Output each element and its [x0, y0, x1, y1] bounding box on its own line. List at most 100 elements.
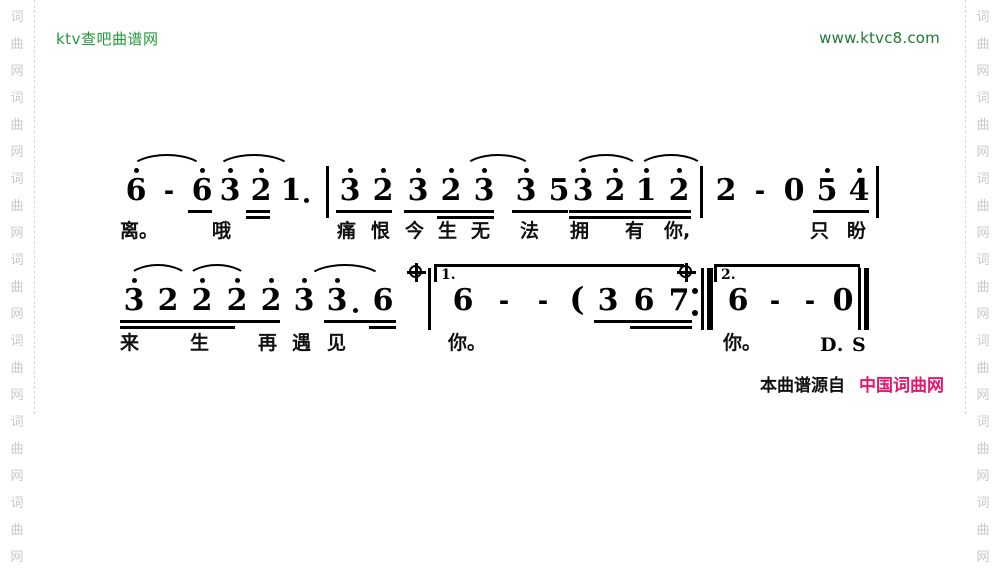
beam — [246, 210, 270, 213]
note: 6 — [372, 283, 394, 318]
lyric: 盼 — [847, 220, 867, 242]
beam — [246, 216, 270, 219]
note: 3 — [572, 173, 594, 208]
octave-dot — [200, 278, 205, 283]
watermark-char: 网 — [976, 550, 990, 565]
footer-source: 本曲谱源自中国词曲网 — [760, 371, 944, 396]
beam — [369, 326, 396, 329]
volta-1: 1. — [434, 264, 684, 283]
note: 2 — [440, 173, 462, 208]
beam — [336, 210, 392, 213]
watermark-char: 曲 — [976, 199, 990, 214]
barline — [326, 166, 329, 218]
lyric: 离。 — [120, 220, 159, 242]
note: 2 — [157, 283, 179, 318]
watermark-char: 曲 — [976, 118, 990, 133]
slur — [307, 264, 383, 280]
watermark-char: 网 — [10, 388, 24, 403]
footer-source-name: 中国词曲网 — [859, 376, 944, 396]
lyric: 无 — [471, 220, 491, 242]
note: 3 — [473, 173, 495, 208]
volta-1-label: 1. — [441, 267, 456, 283]
note: 0 — [832, 283, 854, 318]
repeat-dot — [692, 310, 698, 316]
note: - — [755, 174, 765, 207]
note: 5 — [548, 173, 570, 208]
octave-dot — [524, 168, 529, 173]
beam — [569, 210, 691, 213]
note: 1 — [635, 173, 657, 208]
octave-dot — [416, 168, 421, 173]
beam — [569, 216, 691, 219]
slur — [127, 264, 189, 280]
note: 3 — [597, 283, 619, 318]
volta-2: 2. — [714, 264, 860, 283]
watermark-char: 词 — [10, 91, 24, 106]
octave-dot — [235, 278, 240, 283]
watermark-char: 词 — [10, 10, 24, 25]
coda-icon — [677, 263, 696, 282]
watermark-char: 网 — [10, 469, 24, 484]
octave-dot — [677, 168, 682, 173]
final-barline — [858, 268, 861, 330]
watermark-char: 词 — [976, 172, 990, 187]
slur — [572, 154, 640, 170]
beam — [223, 320, 280, 323]
octave-dot — [302, 278, 307, 283]
note: 2 — [715, 173, 737, 208]
watermark-char: 曲 — [10, 442, 24, 457]
note: 6 — [633, 283, 655, 318]
beam — [437, 216, 494, 219]
volta-2-label: 2. — [721, 267, 736, 283]
beam — [120, 320, 235, 323]
lyric: 法 — [520, 220, 540, 242]
note: 7 — [668, 283, 690, 318]
octave-dot — [335, 278, 340, 283]
octave-dot — [857, 168, 862, 173]
barline — [428, 268, 431, 330]
octave-dot — [613, 168, 618, 173]
note: - — [499, 284, 509, 317]
watermark-divider-right — [965, 0, 966, 414]
beam — [630, 326, 692, 329]
beam — [324, 320, 396, 323]
watermark-char: 词 — [10, 496, 24, 511]
octave-dot — [644, 168, 649, 173]
beam — [813, 210, 869, 213]
octave-dot — [269, 278, 274, 283]
coda-icon — [407, 263, 426, 282]
lyric: 你。 — [448, 332, 487, 354]
note: 0 — [783, 173, 805, 208]
octave-dot — [482, 168, 487, 173]
slur — [637, 154, 705, 170]
barline — [876, 166, 879, 218]
watermark-char: 曲 — [10, 118, 24, 133]
beam — [188, 210, 212, 213]
note: - — [770, 284, 780, 317]
lyric: 有 — [625, 220, 645, 242]
watermark-char: 网 — [10, 145, 24, 160]
watermark-char: 曲 — [976, 523, 990, 538]
note: 6 — [452, 283, 474, 318]
beam — [120, 326, 235, 329]
beam — [512, 210, 568, 213]
octave-dot — [132, 278, 137, 283]
lyric: 生 — [438, 220, 458, 242]
beam — [404, 210, 494, 213]
note: 2 — [604, 173, 626, 208]
slur — [130, 154, 204, 170]
lyric: 拥 — [570, 220, 590, 242]
note: 2 — [668, 173, 690, 208]
octave-dot — [200, 168, 205, 173]
footer-source-prefix: 本曲谱源自 — [760, 376, 845, 396]
slur — [186, 264, 248, 280]
lyric: 痛 — [337, 220, 357, 242]
lyric: 来 — [120, 332, 140, 354]
note: 3 — [339, 173, 361, 208]
repeat-barline — [707, 268, 713, 330]
lyric: 你, — [664, 220, 691, 242]
note: 6 — [727, 283, 749, 318]
slur — [463, 154, 533, 170]
octave-dot — [449, 168, 454, 173]
note: 5 — [816, 173, 838, 208]
